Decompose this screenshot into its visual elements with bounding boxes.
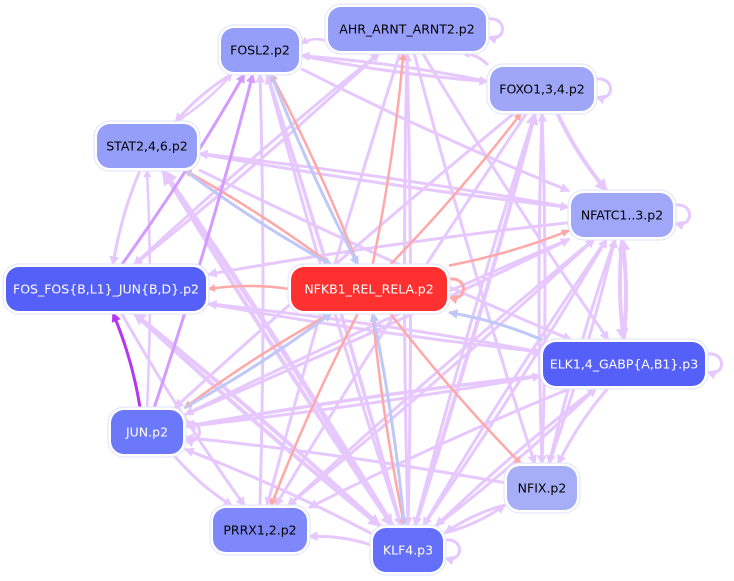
node-label: PRRX1,2.p2 xyxy=(223,523,296,538)
node-box[interactable] xyxy=(97,124,197,168)
edge-nfkb-to-fos xyxy=(207,283,290,292)
node-nfkb[interactable]: NFKB1_REL_RELA.p2 xyxy=(287,263,465,315)
edge-nfatc-to-stat xyxy=(198,149,570,209)
node-fos[interactable]: FOS_FOS{B,L1}_JUN{B,D}.p2 xyxy=(2,263,210,315)
edge-foxo-to-fosl2 xyxy=(300,51,489,83)
node-box[interactable] xyxy=(328,7,486,51)
node-nfatc[interactable]: NFATC1..3.p2 xyxy=(567,189,691,241)
edge-prrx-to-fosl2 xyxy=(255,73,266,507)
node-label: FOSL2.p2 xyxy=(230,43,290,58)
edge-fosl2-to-nfatc xyxy=(300,67,571,193)
node-box[interactable] xyxy=(507,466,577,510)
node-klf4[interactable]: KLF4.p3 xyxy=(369,524,461,576)
edge-nfkb-to-prrx xyxy=(269,312,360,507)
node-label: FOXO1,3,4.p2 xyxy=(499,82,585,97)
node-box[interactable] xyxy=(111,410,183,454)
edge-elk-to-nfkb xyxy=(448,309,543,342)
node-box[interactable] xyxy=(571,193,673,237)
edge-nfix-to-klf4 xyxy=(444,503,506,535)
selfloop-jun xyxy=(180,420,201,448)
edge-jun-to-prrx xyxy=(173,455,234,508)
edge-stat-to-elk xyxy=(198,168,573,342)
edge-elk-to-nfix xyxy=(556,387,610,465)
nodes-layer: AHR_ARNT_ARNT2.p2FOSL2.p2FOXO1,3,4.p2STA… xyxy=(2,3,723,576)
edge-nfkb-to-fosl2 xyxy=(269,73,360,266)
node-box[interactable] xyxy=(213,508,307,552)
node-foxo[interactable]: FOXO1,3,4.p2 xyxy=(486,63,612,115)
selfloop-nfkb xyxy=(444,277,465,305)
node-label: JUN.p2 xyxy=(125,425,168,440)
edge-nfix-to-jun xyxy=(184,433,506,485)
edge-elk-to-prrx xyxy=(308,386,572,510)
selfloop-ahr xyxy=(483,17,504,45)
node-ahr[interactable]: AHR_ARNT_ARNT2.p2 xyxy=(324,3,504,55)
edge-fos-to-ahr xyxy=(132,51,381,267)
node-label: NFATC1..3.p2 xyxy=(581,208,663,223)
edge-fosl2-to-nfkb xyxy=(269,73,360,266)
edge-elk-to-klf4 xyxy=(434,386,598,528)
edge-nfkb-to-nfix xyxy=(388,312,522,465)
edge-klf4-to-nfkb xyxy=(369,312,406,527)
edge-elk-to-jun xyxy=(183,374,542,431)
node-label: FOS_FOS{B,L1}_JUN{B,D}.p2 xyxy=(13,282,199,297)
edge-foxo-to-ahr xyxy=(460,48,490,67)
edge-jun-to-elk xyxy=(184,372,542,429)
edge-nfix-to-foxo xyxy=(537,112,548,465)
node-box[interactable] xyxy=(291,267,447,311)
edge-klf4-to-prrx xyxy=(308,531,372,547)
node-label: NFIX.p2 xyxy=(518,481,567,496)
edge-foxo-to-jun xyxy=(173,111,516,410)
edge-nfatc-to-fos xyxy=(207,221,570,278)
edge-fosl2-to-foxo xyxy=(300,54,489,86)
edge-nfkb-to-ahr xyxy=(371,52,407,266)
edge-stat-to-fos xyxy=(109,169,142,266)
selfloop-foxo xyxy=(591,77,612,105)
edge-stat-to-nfatc xyxy=(198,152,570,212)
edge-klf4-to-stat xyxy=(160,168,395,528)
node-label: STAT2,4,6.p2 xyxy=(106,139,187,154)
edge-fosl2-to-stat xyxy=(174,72,233,123)
edge-nfkb-to-stat xyxy=(183,168,333,267)
edge-stat-to-fosl2 xyxy=(174,73,233,124)
edge-jun-to-fos xyxy=(111,312,142,409)
node-box[interactable] xyxy=(490,67,594,111)
edge-ahr-to-fos xyxy=(132,51,381,267)
edge-fos-to-klf4 xyxy=(132,311,382,528)
node-nfix[interactable]: NFIX.p2 xyxy=(503,462,581,514)
node-prrx[interactable]: PRRX1,2.p2 xyxy=(209,504,311,556)
edge-ahr-to-nfix xyxy=(412,52,537,465)
node-fosl2[interactable]: FOSL2.p2 xyxy=(217,24,303,76)
node-jun[interactable]: JUN.p2 xyxy=(107,406,201,458)
node-elk[interactable]: ELK1,4_GABP{A,B1}.p3 xyxy=(539,338,723,390)
edge-nfkb-to-klf4 xyxy=(371,312,407,527)
edge-klf4-to-jun xyxy=(184,447,372,535)
node-box[interactable] xyxy=(6,267,206,311)
edge-jun-to-nfatc xyxy=(184,237,571,416)
node-box[interactable] xyxy=(221,28,299,72)
node-label: AHR_ARNT_ARNT2.p2 xyxy=(339,22,474,37)
edge-jun-to-nfkb xyxy=(183,311,333,410)
node-box[interactable] xyxy=(543,342,705,386)
edge-nfkb-to-jun xyxy=(183,311,333,410)
edge-ahr-to-fosl2 xyxy=(300,36,327,46)
selfloop-nfatc xyxy=(670,203,691,231)
edge-elk-to-nfatc xyxy=(617,237,631,341)
edge-stat-to-nfkb xyxy=(183,168,333,267)
node-stat[interactable]: STAT2,4,6.p2 xyxy=(93,120,201,172)
node-label: ELK1,4_GABP{A,B1}.p3 xyxy=(550,357,698,372)
edge-nfatc-to-prrx xyxy=(286,237,596,508)
node-box[interactable] xyxy=(373,528,443,572)
selfloop-elk xyxy=(702,352,723,380)
edge-jun-to-fosl2 xyxy=(152,73,256,409)
edge-nfkb-to-foxo xyxy=(388,112,523,266)
edge-foxo-to-nfatc xyxy=(555,112,609,193)
node-label: KLF4.p3 xyxy=(383,543,433,558)
node-label: NFKB1_REL_RELA.p2 xyxy=(304,282,433,297)
edge-prrx-to-nfatc xyxy=(286,237,596,508)
selfloop-klf4 xyxy=(440,538,461,566)
edge-nfkb-to-nfatc xyxy=(448,229,570,267)
edge-klf4-to-nfatc xyxy=(422,238,608,527)
